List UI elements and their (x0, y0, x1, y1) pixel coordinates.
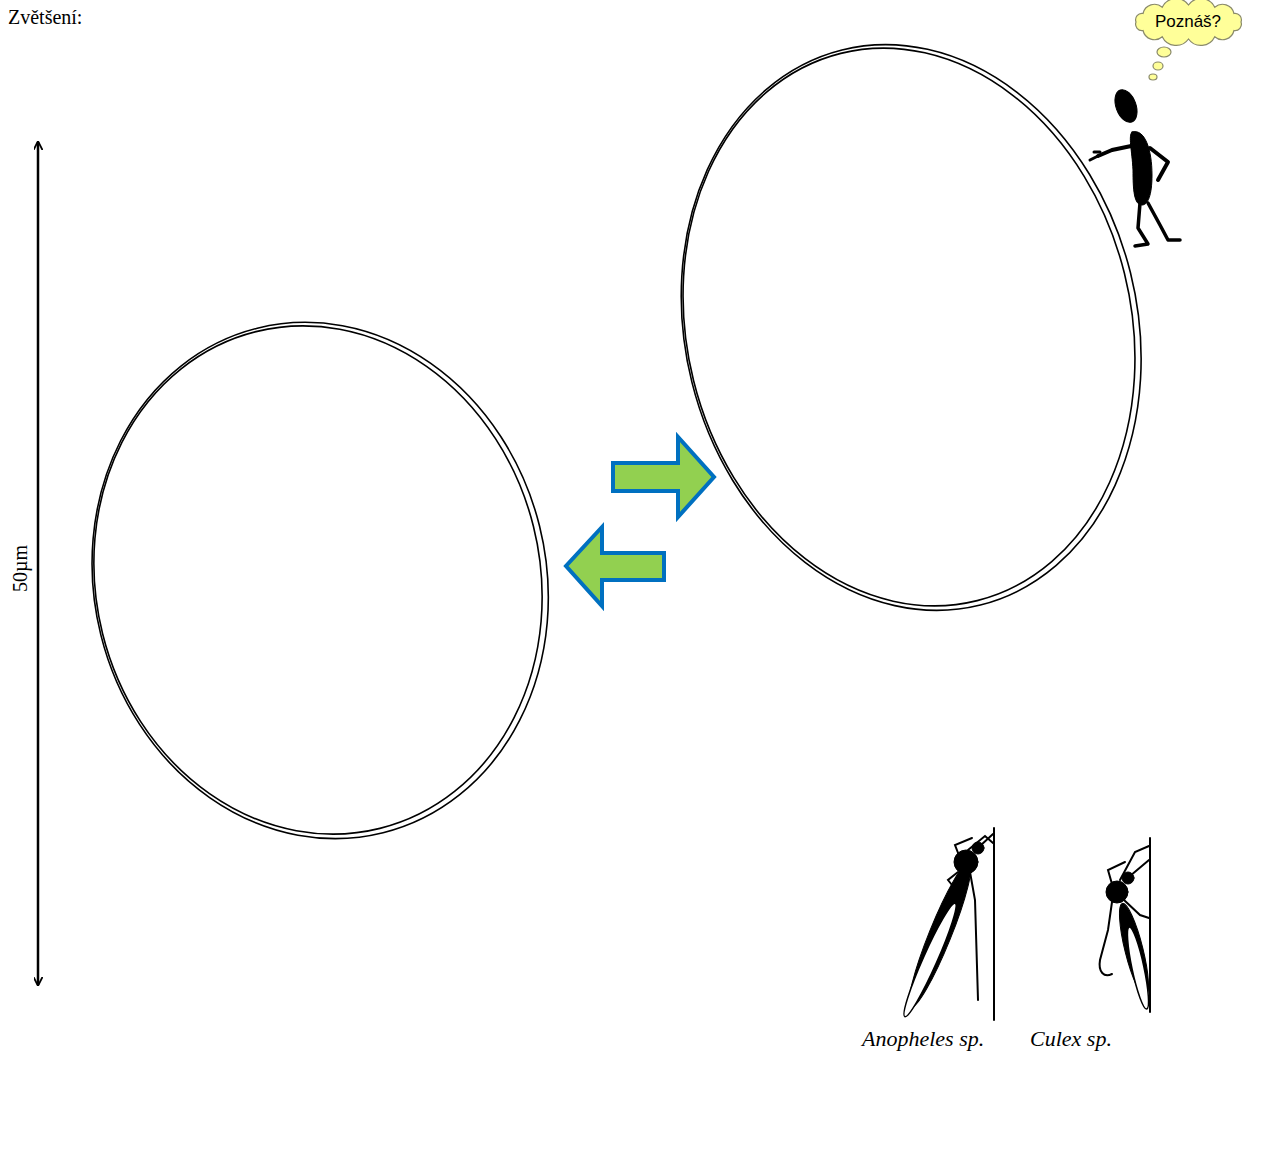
stick-figure (1090, 87, 1180, 246)
arrow-right (613, 437, 714, 517)
thought-bubble: Poznáš? (1133, 2, 1244, 42)
bubble-text: Poznáš? (1155, 12, 1221, 32)
thought-dots (1149, 47, 1171, 80)
species-label: Culex sp. (1030, 1026, 1112, 1051)
egg-outline (623, 0, 1200, 660)
species-label: Anopheles sp. (862, 1026, 984, 1051)
scale-bar (37, 142, 40, 985)
magnification-label: Zvětšení: (8, 6, 82, 29)
scale-label: 50µm (10, 544, 33, 591)
anopheles-mosquito (898, 828, 994, 1020)
cloud-shape (1135, 0, 1241, 45)
arrow-left (566, 527, 664, 606)
egg-outline (38, 274, 602, 888)
culex-mosquito (1100, 838, 1155, 1012)
